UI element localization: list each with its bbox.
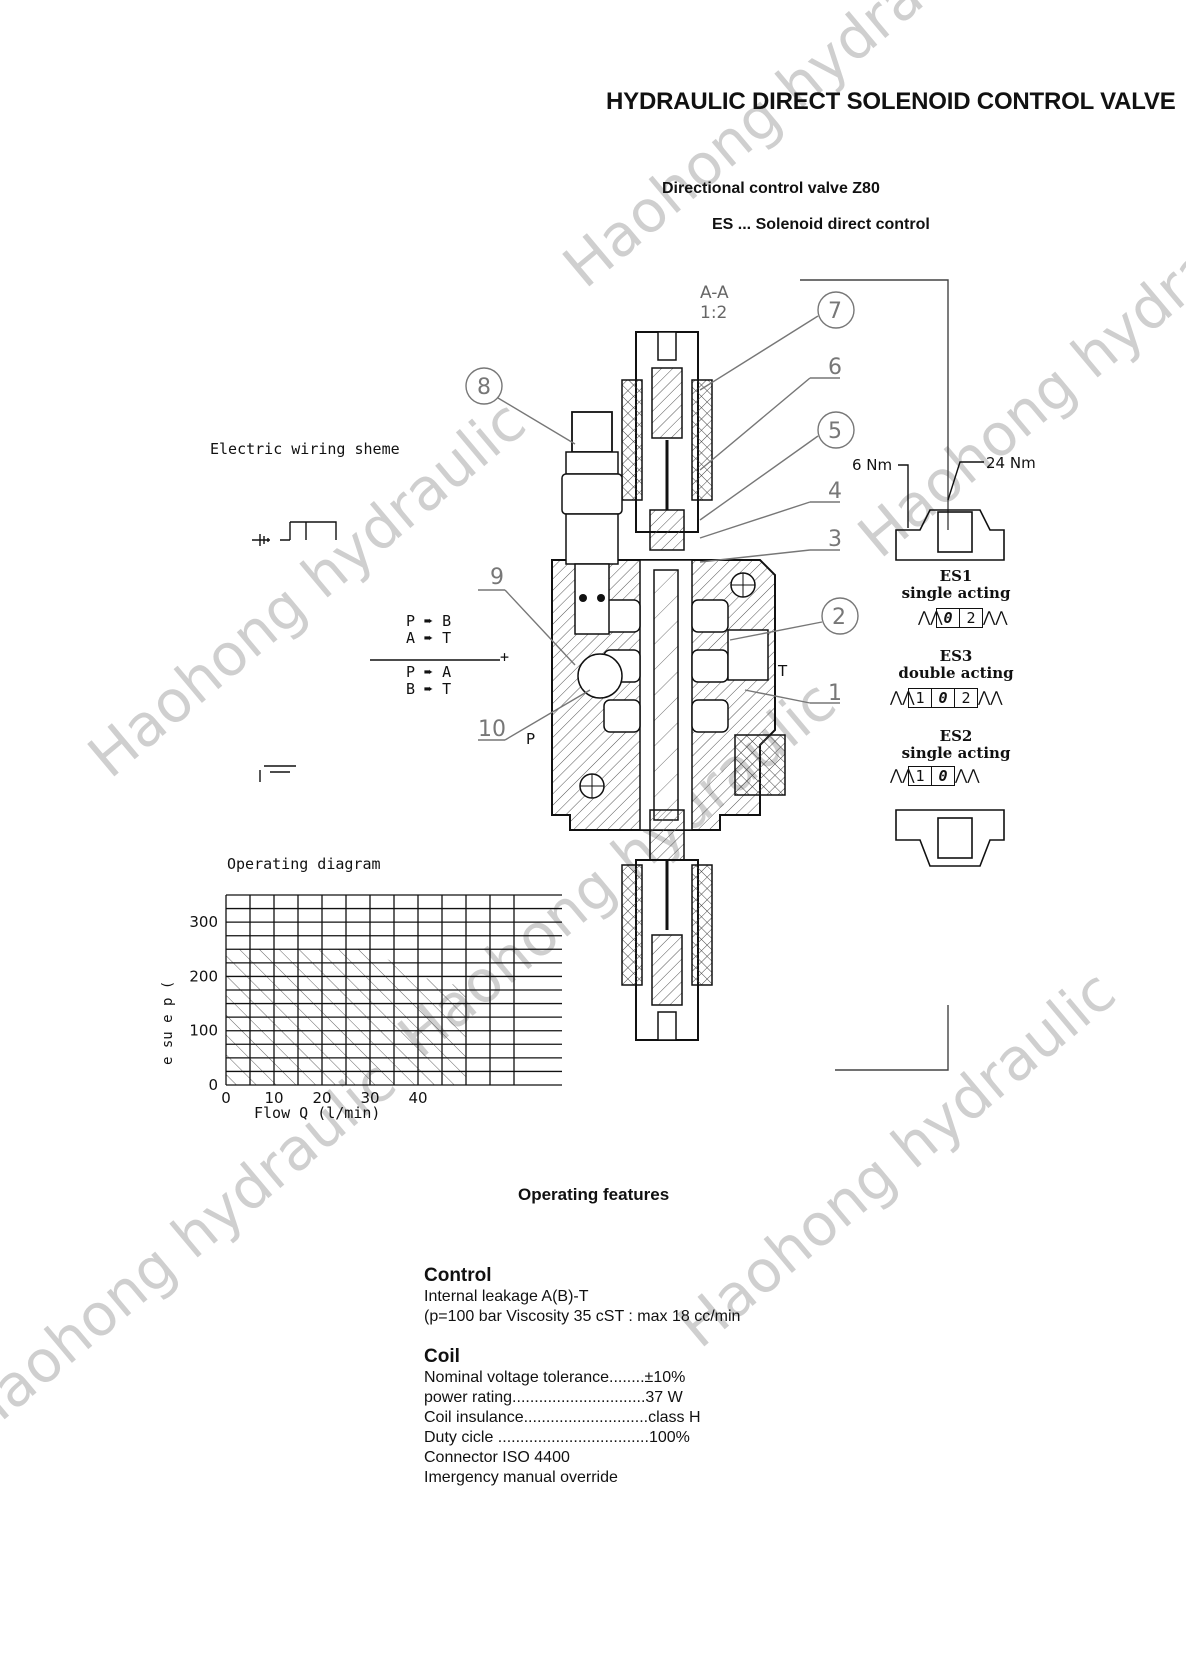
coil-line: Duty cicle .............................… xyxy=(424,1429,690,1446)
port-label-t: T xyxy=(777,662,788,680)
coil-line: power rating............................… xyxy=(424,1389,683,1406)
variant-es3-symbol: ⋀⋀ 1 0 2 ⋀⋀ xyxy=(890,688,1003,708)
variant-es1-code: ES1 xyxy=(939,567,973,585)
x-tick-label: 10 xyxy=(264,1089,283,1107)
wiring-line-at: A ➨ T xyxy=(406,629,452,647)
spring-icon: ⋀⋀ xyxy=(955,766,980,784)
chart-ylabel: e su e p ( xyxy=(160,980,176,1065)
subtitle-secondary: ES ... Solenoid direct control xyxy=(712,216,930,233)
symbol-cell: 2 xyxy=(955,688,978,708)
coil-heading: Coil xyxy=(424,1346,460,1367)
wiring-line-pb: P ➨ B xyxy=(406,612,452,630)
callout-1: 1 xyxy=(828,681,842,706)
operating-features-title: Operating features xyxy=(518,1185,670,1204)
symbol-cell: 2 xyxy=(960,608,983,628)
section-frame xyxy=(800,279,949,530)
coil-line: Nominal voltage tolerance........±10% xyxy=(424,1369,686,1386)
coil-line: Coil insulance..........................… xyxy=(424,1409,701,1426)
relief-cartridge xyxy=(561,411,623,635)
upper-solenoid xyxy=(621,331,713,551)
x-tick-label: 30 xyxy=(360,1089,379,1107)
wiring-plus: + xyxy=(500,648,510,666)
variant-es3-code: ES3 xyxy=(939,647,973,665)
section-label: A-A xyxy=(700,283,729,303)
callout-10: 10 xyxy=(478,717,506,742)
y-tick-label: 100 xyxy=(189,1022,218,1040)
wiring-title: Electric wiring sheme xyxy=(210,440,400,458)
coil-section: Coil Nominal voltage tolerance........±1… xyxy=(424,1346,701,1488)
chart-xlabel: Flow Q (l/min) xyxy=(254,1104,381,1122)
callout-3: 3 xyxy=(828,527,842,552)
control-heading: Control xyxy=(424,1265,492,1286)
variant-es2-symbol: ⋀⋀ 1 0 ⋀⋀ xyxy=(890,766,980,786)
wiring-scheme xyxy=(252,521,500,782)
lower-solenoid xyxy=(621,809,713,1041)
callout-9: 9 xyxy=(490,565,504,590)
y-tick-label: 0 xyxy=(208,1076,218,1094)
x-tick-label: 40 xyxy=(408,1089,427,1107)
wiring-line-bt: B ➨ T xyxy=(406,680,452,698)
operating-diagram-title: Operating diagram xyxy=(227,855,381,873)
subtitle: Directional control valve Z80 xyxy=(662,180,880,197)
variant-es1-symbol: ⋀⋀ 0 2 ⋀⋀ xyxy=(918,608,1008,628)
symbol-cell: 0 xyxy=(932,766,955,786)
symbol-cell: 0 xyxy=(932,688,955,708)
valve-body xyxy=(551,559,786,831)
solenoid-icon: ⋀⋀ xyxy=(890,766,915,784)
operating-diagram-chart: 0 100 200 300 0 10 20 30 40 xyxy=(189,894,562,1107)
callouts xyxy=(465,291,859,741)
solenoid-icon: ⋀⋀ xyxy=(978,688,1003,706)
coil-connector-bottom xyxy=(895,809,1005,867)
callout-6: 6 xyxy=(828,355,842,380)
torque-small-label: 6 Nm xyxy=(852,456,892,474)
control-line: Internal leakage A(B)-T xyxy=(424,1288,589,1305)
variant-es3-desc: double acting xyxy=(898,664,1014,682)
control-section: Control Internal leakage A(B)-T (p=100 b… xyxy=(424,1265,740,1327)
section-frame-bottom xyxy=(835,1005,949,1071)
control-line: (p=100 bar Viscosity 35 cST : max 18 cc/… xyxy=(424,1308,741,1325)
callout-5: 5 xyxy=(828,419,842,444)
symbol-cell: 1 xyxy=(908,766,932,786)
y-tick-label: 300 xyxy=(189,913,218,931)
scale-label: 1:2 xyxy=(700,303,727,323)
symbol-cell: 1 xyxy=(908,688,932,708)
port-label-p: P xyxy=(526,730,535,748)
torque-large-label: 24 Nm xyxy=(986,454,1036,472)
solenoid-icon: ⋀⋀ xyxy=(983,608,1008,626)
coil-line: Imergency manual override xyxy=(424,1469,618,1486)
y-tick-label: 200 xyxy=(189,967,218,985)
x-tick-label: 20 xyxy=(312,1089,331,1107)
variant-es2-desc: single acting xyxy=(901,744,1011,762)
coil-connector-top xyxy=(895,509,1005,561)
callout-8: 8 xyxy=(477,375,491,400)
symbol-cell: 0 xyxy=(936,608,960,628)
wiring-line-pa: P ➨ A xyxy=(406,663,452,681)
callout-4: 4 xyxy=(828,479,842,504)
spring-icon: ⋀⋀ xyxy=(918,608,943,626)
solenoid-icon: ⋀⋀ xyxy=(890,688,915,706)
x-tick-label: 0 xyxy=(221,1089,231,1107)
variant-es2-code: ES2 xyxy=(939,727,973,745)
page-title: HYDRAULIC DIRECT SOLENOID CONTROL VALVE xyxy=(606,88,1176,115)
coil-line: Connector ISO 4400 xyxy=(424,1449,570,1466)
variant-es1-desc: single acting xyxy=(901,584,1011,602)
callout-2: 2 xyxy=(832,605,846,630)
callout-7: 7 xyxy=(828,299,842,324)
